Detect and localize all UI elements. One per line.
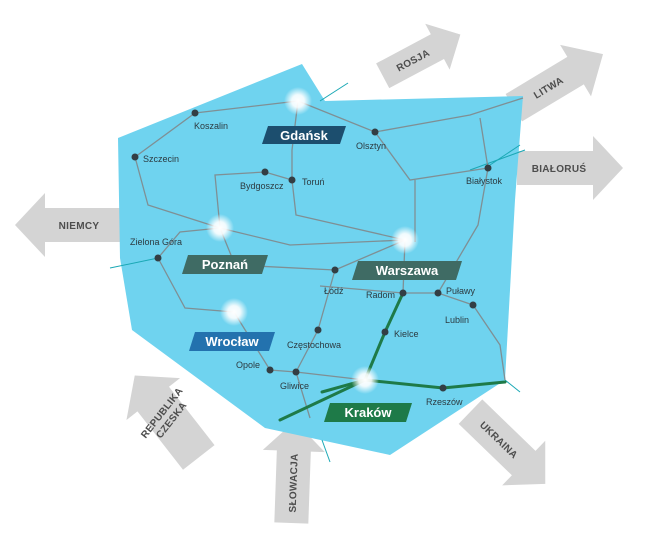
city-czestochowa: Częstochowa (287, 340, 341, 350)
city-opole: Opole (236, 360, 260, 370)
city-labels: Koszalin Szczecin Olsztyn Bydgoszcz Toru… (130, 121, 503, 407)
city-pulawy: Puławy (446, 286, 476, 296)
city-bialystok: Białystok (466, 176, 503, 186)
arrow-slowacja-label: SŁOWACJA (288, 453, 301, 512)
hub-tag-poznan: Poznań (182, 255, 268, 274)
city-gliwice: Gliwice (280, 381, 309, 391)
city-bydgoszcz: Bydgoszcz (240, 181, 284, 191)
city-rzeszow: Rzeszów (426, 397, 463, 407)
arrow-rosja: ROSJA (376, 23, 461, 89)
hub-poznan-label: Poznań (202, 257, 248, 272)
arrow-slowacja: SŁOWACJA (262, 421, 325, 524)
hub-wroclaw-label: Wrocław (205, 334, 259, 349)
hub-warszawa-label: Warszawa (376, 263, 439, 278)
external-links (109, 82, 526, 463)
hub-tag-wroclaw: Wrocław (189, 332, 275, 351)
hub-gdansk-label: Gdańsk (280, 128, 328, 143)
hub-tag-warszawa: Warszawa (352, 261, 462, 280)
arrow-litwa: LITWA (505, 44, 604, 122)
city-radom: Radom (366, 290, 395, 300)
poland-territory (118, 64, 523, 455)
city-koszalin: Koszalin (194, 121, 228, 131)
city-zielona-gora: Zielona Góra (130, 237, 182, 247)
hub-krakow-label: Kraków (345, 405, 393, 420)
arrow-bialorus-label: BIAŁORUŚ (532, 162, 587, 175)
arrow-republika-czeska: REPUBLIKA CZESKA (126, 375, 215, 470)
arrow-bialorus: BIAŁORUŚ (517, 136, 623, 200)
city-lodz: Łódź (324, 286, 344, 296)
arrow-niemcy: NIEMCY (15, 193, 121, 257)
city-kielce: Kielce (394, 329, 419, 339)
hub-tag-gdansk: Gdańsk (262, 126, 346, 144)
arrow-ukraina: UKRAINA (458, 399, 546, 486)
arrow-niemcy-label: NIEMCY (59, 221, 100, 232)
hub-glows (206, 87, 419, 394)
city-torun: Toruń (302, 177, 325, 187)
city-dots (131, 109, 492, 392)
city-olsztyn: Olsztyn (356, 141, 386, 151)
city-lublin: Lublin (445, 315, 469, 325)
city-szczecin: Szczecin (143, 154, 179, 164)
hub-tag-krakow: Kraków (324, 403, 412, 422)
